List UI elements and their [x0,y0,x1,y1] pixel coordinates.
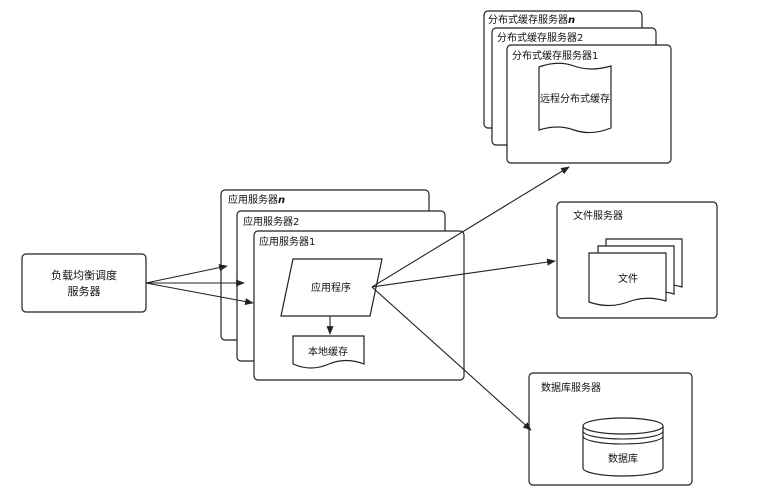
svg-text:应用服务器n: 应用服务器n [228,193,285,206]
arrow-lb-to-app-n [145,264,228,284]
database-server-title: 数据库服务器 [541,381,601,394]
app-program-label: 应用程序 [311,281,351,294]
cache-server-n-suffix: n [568,15,575,26]
arrow-app-to-cache [371,166,570,288]
app-server-n-suffix: n [278,195,285,206]
app-server-stack: 应用服务器n 应用服务器2 应用服务器1 应用程序 本地缓存 [220,189,465,381]
app-server-1-title: 应用服务器1 [259,235,315,248]
cache-server-stack: 分布式缓存服务器n 分布式缓存服务器2 分布式缓存服务器1 远程分布式缓存 [483,10,672,164]
arrow-app-to-db [371,286,532,431]
database-label: 数据库 [608,452,638,465]
arrow-app-to-file [371,258,556,288]
file-server-title: 文件服务器 [573,209,623,222]
cache-server-2-title: 分布式缓存服务器2 [497,31,583,44]
database-cylinder-icon [582,417,664,477]
file-server-node: 文件服务器 文件 [556,201,718,319]
connectors [145,166,570,431]
load-balancer-node: 负载均衡调度 服务器 [21,253,147,313]
app-server-n-title: 应用服务器 [228,193,278,206]
cache-server-n-title: 分布式缓存服务器 [488,13,568,26]
svg-text:分布式缓存服务器n: 分布式缓存服务器n [488,13,575,26]
local-cache-node: 本地缓存 [292,335,365,369]
file-document-label: 文件 [618,272,638,285]
local-cache-label: 本地缓存 [308,345,348,358]
load-balancer-label-line1: 负载均衡调度 [51,268,117,282]
file-document-icon [588,252,667,307]
database-server-node: 数据库服务器 数据库 [528,372,693,486]
cache-server-1-title: 分布式缓存服务器1 [512,49,598,62]
app-server-2-title: 应用服务器2 [243,215,299,228]
app-program-node: 应用程序 [280,258,383,317]
load-balancer-label-line2: 服务器 [68,285,101,298]
remote-cache-label: 远程分布式缓存 [540,92,610,105]
remote-cache-node: 远程分布式缓存 [538,62,612,134]
arrow-lb-to-app-1 [145,282,254,306]
